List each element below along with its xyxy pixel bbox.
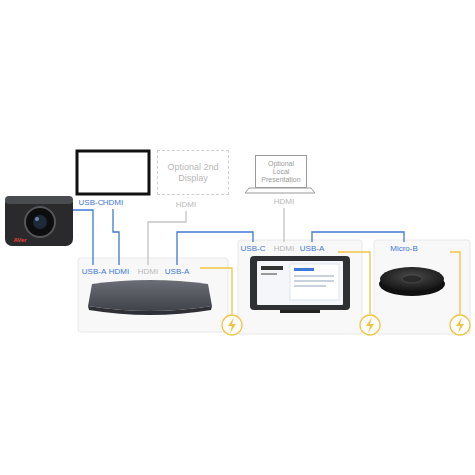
port-label: HDMI <box>274 244 294 253</box>
node-text: Optional Local Presentation <box>259 160 303 184</box>
port-label: USB-A <box>82 267 106 276</box>
laptop-screen: Optional Local Presentation <box>255 155 307 188</box>
optional-display-box: Optional 2nd Display <box>157 150 229 195</box>
port-label: USB-A <box>165 267 189 276</box>
port-label: USB-C <box>241 244 266 253</box>
port-label: Micro-B <box>390 244 418 253</box>
port-label: USB-C <box>79 198 104 207</box>
port-label: HDMI <box>274 197 294 206</box>
port-label: HDMI <box>138 267 158 276</box>
node-text: Optional 2nd Display <box>161 162 225 184</box>
port-label: HDMI <box>109 267 129 276</box>
port-label: USB-A <box>300 244 324 253</box>
port-label: HDMI <box>103 198 123 207</box>
port-label: HDMI <box>176 200 196 209</box>
brand-logo: AVer <box>13 236 26 245</box>
